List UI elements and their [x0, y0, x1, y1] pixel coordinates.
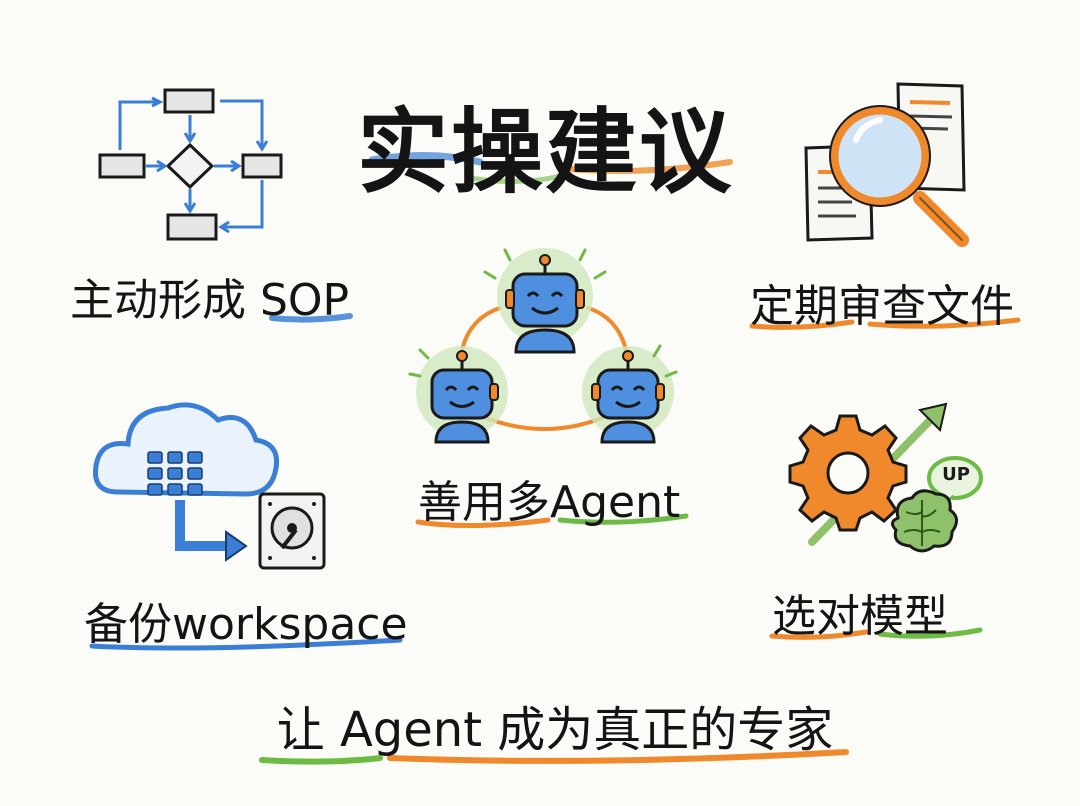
- label-backup-workspace: 备份workspace: [84, 599, 408, 650]
- page-title: 实操建议: [356, 99, 733, 206]
- sop-flowchart-icon: [98, 88, 283, 241]
- label-underlines: [89, 313, 1021, 765]
- multi-agent-robots-icon: [408, 248, 678, 444]
- up-badge: UP: [942, 464, 970, 485]
- label-sop: 主动形成 SOP: [70, 275, 350, 326]
- gear-brain-arrow-icon: [788, 402, 983, 553]
- footer-slogan: 让 Agent 成为真正的专家: [276, 702, 834, 758]
- label-multi-agent: 善用多Agent: [418, 477, 681, 528]
- title-underline: [368, 151, 733, 185]
- label-choose-model: 选对模型: [772, 591, 948, 642]
- cloud-backup-icon: [92, 402, 326, 570]
- label-review-files: 定期审查文件: [750, 281, 1014, 332]
- magnifier-document-icon: [804, 82, 969, 247]
